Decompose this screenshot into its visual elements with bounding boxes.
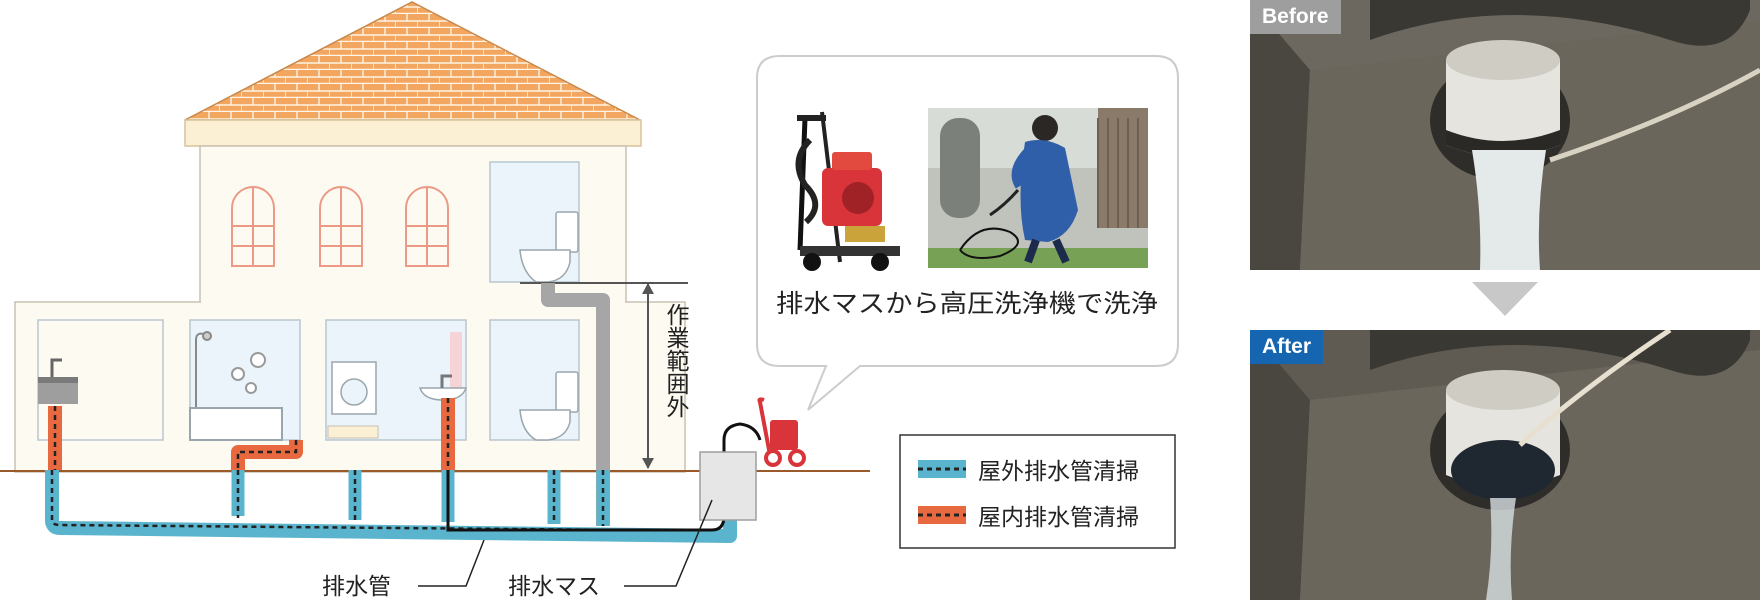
washing-machine-icon [327, 361, 379, 439]
legend-label-indoor: 屋内排水管清掃 [978, 505, 1139, 531]
pressure-washer-photo [795, 111, 900, 271]
scope-label: 作業範囲外 [662, 303, 690, 418]
before-photo-image [1250, 0, 1760, 270]
catch-basin [699, 451, 757, 521]
legend-label-outdoor: 屋外排水管清掃 [978, 459, 1139, 485]
roof [184, 1, 641, 121]
after-photo-image [1250, 330, 1760, 600]
indoor-drain-pipe [48, 398, 455, 470]
arched-window [231, 186, 449, 267]
vertical-stack-pipe [541, 283, 610, 526]
toilet-icon-lower [519, 371, 579, 441]
catch-basin-label: 排水マス [508, 574, 600, 600]
drain-cleaning-diagram: 作業範囲外 排水管 排水マス [0, 1, 1179, 600]
outdoor-drain-pipe [45, 470, 737, 543]
legend-item-outdoor: 屋外排水管清掃 [918, 459, 1139, 485]
toilet-icon [519, 211, 579, 283]
catch-basin-leader [624, 499, 713, 587]
legend-item-indoor: 屋内排水管清掃 [918, 505, 1139, 531]
pressure-washer-cart-icon [757, 397, 806, 467]
before-tag: Before [1250, 0, 1341, 34]
after-photo: After [1250, 330, 1760, 600]
before-photo: Before [1250, 0, 1760, 270]
bubble-caption: 排水マスから高圧洗浄機で洗浄 [776, 289, 1158, 318]
legend: 屋外排水管清掃 屋内排水管清掃 [899, 434, 1176, 549]
legend-box [899, 434, 1176, 549]
down-arrow-icon [1472, 282, 1538, 316]
roof-eave [184, 119, 642, 147]
worker-photo [928, 108, 1148, 268]
drain-pipe-label: 排水管 [322, 574, 391, 600]
drain-pipe-leader [418, 539, 485, 587]
after-tag: After [1250, 330, 1324, 364]
kitchen-sink-icon [38, 358, 78, 404]
washer-hose [446, 422, 762, 532]
shower-icon [189, 331, 283, 441]
house [14, 1, 686, 473]
